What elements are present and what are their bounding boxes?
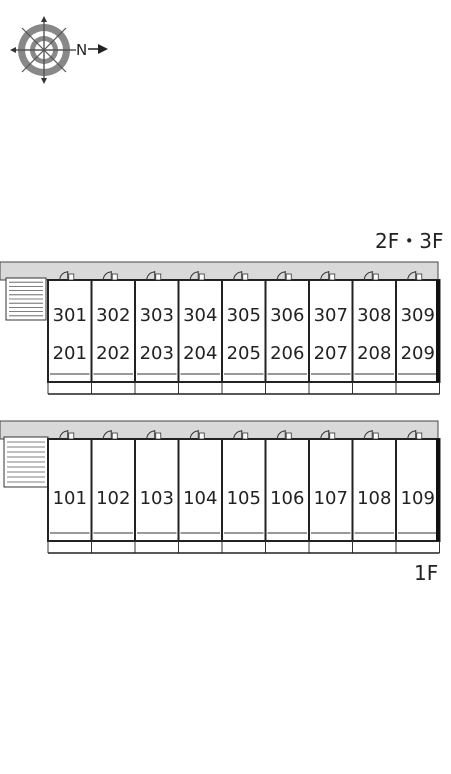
room-number: 108 — [357, 488, 391, 509]
upper-floor-label: 2F・3F — [375, 229, 444, 253]
room-number: 301 — [53, 305, 87, 326]
room-number: 101 — [53, 488, 87, 509]
meter-box — [68, 273, 75, 281]
room-number: 304 — [183, 305, 217, 326]
room-strip — [48, 439, 440, 541]
meter-box — [155, 432, 162, 440]
room-number: 204 — [183, 343, 217, 364]
door-swing — [276, 430, 286, 440]
room-number: 206 — [270, 343, 304, 364]
door-swing — [320, 271, 329, 281]
room-number: 208 — [357, 343, 391, 364]
room-strip — [48, 280, 440, 382]
door-swing — [363, 271, 373, 281]
room-number: 102 — [96, 488, 130, 509]
meter-box — [155, 273, 162, 281]
room-number: 203 — [140, 343, 174, 364]
north-letter: N — [76, 41, 87, 59]
room-number: 305 — [227, 305, 261, 326]
room-number: 105 — [227, 488, 261, 509]
room-number: 106 — [270, 488, 304, 509]
door-swing — [146, 430, 155, 440]
meter-box — [111, 273, 118, 281]
room-number: 302 — [96, 305, 130, 326]
meter-box — [242, 273, 249, 281]
door-swing — [233, 430, 242, 440]
room-number: 309 — [401, 305, 435, 326]
room-number: 308 — [357, 305, 391, 326]
door-swing — [102, 430, 112, 440]
door-swing — [363, 430, 373, 440]
room-number: 209 — [401, 343, 435, 364]
meter-box — [111, 432, 118, 440]
meter-box — [68, 432, 75, 440]
compass-icon: N — [10, 16, 108, 84]
door-swing — [102, 271, 112, 281]
door-swing — [59, 430, 68, 440]
door-swing — [233, 271, 242, 281]
meter-box — [329, 432, 336, 440]
room-number: 202 — [96, 343, 130, 364]
room-number: 205 — [227, 343, 261, 364]
lower-building-block: 101 102 103 104 105 106 107 108 109 — [0, 420, 441, 554]
door-swing — [320, 430, 329, 440]
door-swing — [59, 271, 68, 281]
room-number: 104 — [183, 488, 217, 509]
room-number: 107 — [314, 488, 348, 509]
door-swing — [276, 271, 286, 281]
meter-box — [198, 273, 205, 281]
meter-box — [329, 273, 336, 281]
door-swing — [146, 271, 155, 281]
meter-box — [285, 273, 292, 281]
meter-box — [416, 273, 423, 281]
room-number: 109 — [401, 488, 435, 509]
upper-building-block: 301 201 302 202 303 203 304 204 305 205 306 206 307 2… — [0, 261, 441, 395]
room-number: 103 — [140, 488, 174, 509]
room-number: 201 — [53, 343, 87, 364]
room-number: 307 — [314, 305, 348, 326]
door-swing — [407, 430, 416, 440]
lower-floor-label: 1F — [414, 561, 439, 585]
room-number: 303 — [140, 305, 174, 326]
room-number: 306 — [270, 305, 304, 326]
door-swing — [189, 430, 199, 440]
meter-box — [372, 273, 379, 281]
door-swing — [189, 271, 199, 281]
door-swing — [407, 271, 416, 281]
meter-box — [242, 432, 249, 440]
meter-box — [372, 432, 379, 440]
meter-box — [198, 432, 205, 440]
meter-box — [285, 432, 292, 440]
room-number: 207 — [314, 343, 348, 364]
meter-box — [416, 432, 423, 440]
